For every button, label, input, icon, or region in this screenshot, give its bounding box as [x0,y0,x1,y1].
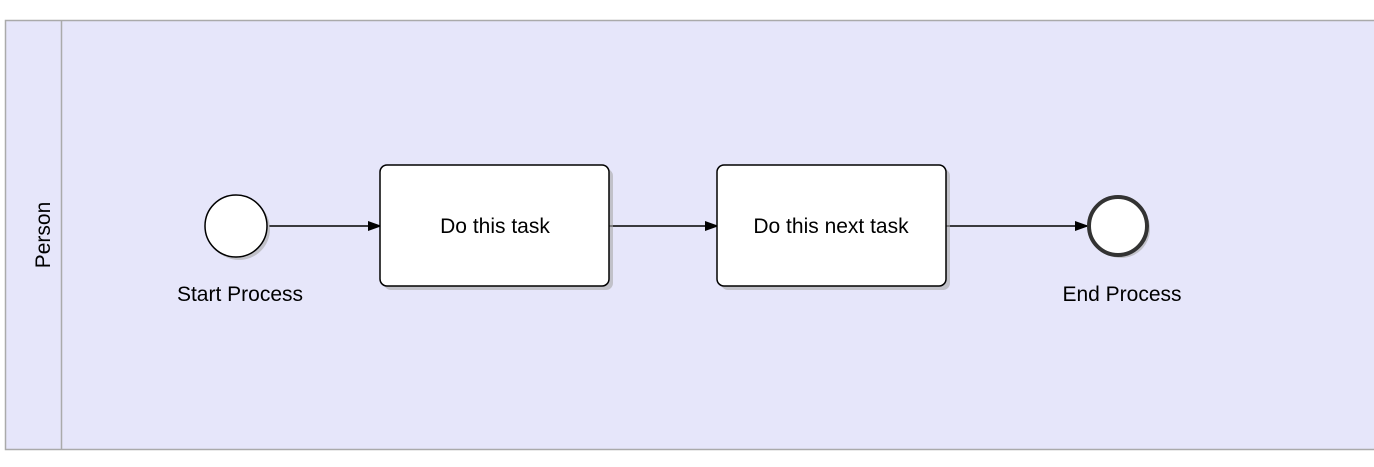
end-event-circle [1087,195,1149,257]
task-box [716,164,947,287]
task-box [379,164,610,287]
start-event-label: Start Process [177,283,303,306]
start-event[interactable]: Start Process [177,194,303,306]
task-do-this-task[interactable]: Do this task [379,164,613,290]
task-label: Do this next task [753,215,909,238]
task-do-this-next-task[interactable]: Do this next task [716,164,950,290]
task-label: Do this task [440,215,550,238]
end-event[interactable]: End Process [1062,195,1182,306]
swimlane-label: Person [32,202,55,269]
end-event-label: End Process [1062,283,1181,306]
start-event-circle [204,194,268,258]
